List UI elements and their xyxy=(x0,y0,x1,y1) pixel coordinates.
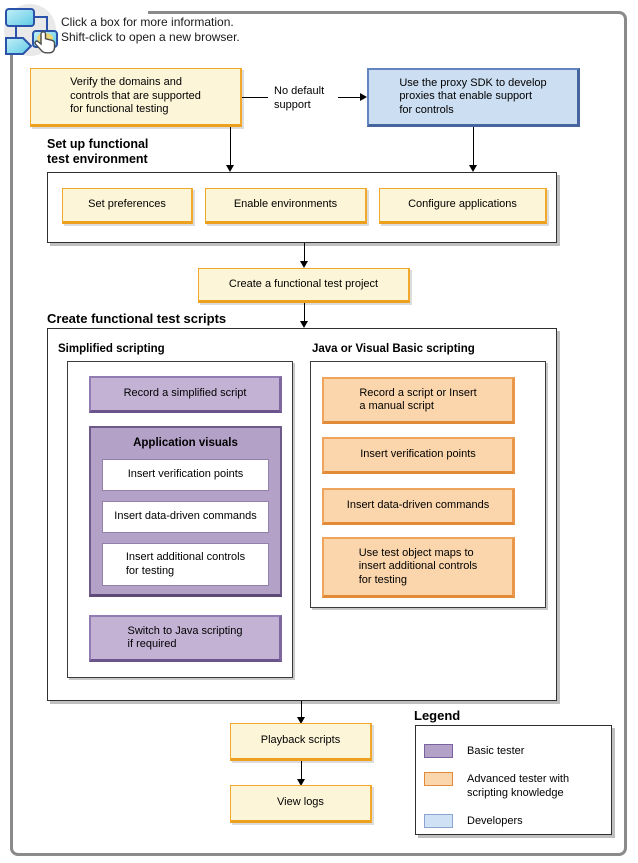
instruction-text: Click a box for more information. Shift-… xyxy=(61,15,240,45)
arrow-down-icon xyxy=(297,779,305,786)
proxy-sdk-label: Use the proxy SDK to develop proxies tha… xyxy=(399,76,547,116)
basic-tester-swatch xyxy=(424,744,453,758)
legend-box: Basic tester Advanced tester with script… xyxy=(415,725,612,835)
create-project-box[interactable]: Create a functional test project xyxy=(198,268,410,303)
legend-item-developers: Developers xyxy=(424,814,523,828)
arrow-right-icon xyxy=(360,93,367,101)
arrow-scripts-to-playback xyxy=(301,701,302,718)
arrow-down-icon xyxy=(300,321,308,328)
verify-domains-box[interactable]: Verify the domains and controls that are… xyxy=(30,68,242,127)
insert-data-driven-commands-box-simplified[interactable]: Insert data-driven commands xyxy=(102,501,269,533)
setup-section-heading: Set up functional test environment xyxy=(47,137,149,166)
insert-verification-points-label: Insert verification points xyxy=(127,468,244,481)
advanced-tester-swatch xyxy=(424,772,453,786)
use-test-object-maps-box[interactable]: Use test object maps to insert additiona… xyxy=(322,537,515,598)
page-border xyxy=(10,11,627,856)
arrow-down-icon xyxy=(469,165,477,172)
legend-item-advanced-tester: Advanced tester with scripting knowledge xyxy=(424,772,569,800)
developers-label: Developers xyxy=(467,815,523,827)
flowchart-hand-icon xyxy=(2,2,58,58)
arrow-down-icon xyxy=(300,261,308,268)
insert-verification-points-java-label: Insert verification points xyxy=(360,448,476,461)
instruction-line-2: Shift-click to open a new browser. xyxy=(61,30,240,44)
advanced-tester-label: Advanced tester with scripting knowledge xyxy=(467,773,570,799)
record-script-box[interactable]: Record a script or Insert a manual scrip… xyxy=(322,377,515,424)
arrow-down-icon xyxy=(297,717,305,724)
application-visuals-heading: Application visuals xyxy=(133,437,238,449)
playback-scripts-box[interactable]: Playback scripts xyxy=(230,723,372,761)
insert-additional-controls-box-simplified[interactable]: Insert additional controls for testing xyxy=(102,543,269,586)
insert-verification-points-box-java[interactable]: Insert verification points xyxy=(322,437,515,474)
create-project-label: Create a functional test project xyxy=(228,277,379,290)
arrow-playback-to-logs xyxy=(301,761,302,780)
basic-tester-label: Basic tester xyxy=(467,745,525,757)
record-simplified-script-label: Record a simplified script xyxy=(123,387,247,400)
switch-to-java-box[interactable]: Switch to Java scripting if required xyxy=(89,615,282,662)
arrow-project-to-scripts xyxy=(304,303,305,322)
arrow-down-icon xyxy=(226,165,234,172)
insert-data-driven-commands-java-label: Insert data-driven commands xyxy=(346,499,490,512)
use-test-object-maps-label: Use test object maps to insert additiona… xyxy=(358,546,478,586)
record-script-label: Record a script or Insert a manual scrip… xyxy=(359,386,477,413)
arrow-setup-to-project xyxy=(304,243,305,262)
instruction-line-1: Click a box for more information. xyxy=(61,15,234,29)
insert-verification-points-box-simplified[interactable]: Insert verification points xyxy=(102,459,269,491)
configure-applications-box[interactable]: Configure applications xyxy=(379,188,547,224)
no-default-line-right xyxy=(338,97,360,98)
playback-scripts-label: Playback scripts xyxy=(260,734,341,747)
simplified-scripting-heading: Simplified scripting xyxy=(58,343,165,355)
developers-swatch xyxy=(424,814,453,828)
configure-applications-label: Configure applications xyxy=(408,198,517,211)
no-default-support-label: No default support xyxy=(274,85,325,111)
switch-to-java-label: Switch to Java scripting if required xyxy=(127,624,243,651)
no-default-line-left xyxy=(242,97,268,98)
record-simplified-script-box[interactable]: Record a simplified script xyxy=(89,376,282,413)
arrow-proxy-to-setup xyxy=(473,127,474,165)
enable-environments-label: Enable environments xyxy=(233,198,338,211)
set-preferences-label: Set preferences xyxy=(88,198,166,211)
java-vb-scripting-heading: Java or Visual Basic scripting xyxy=(312,343,475,355)
insert-data-driven-commands-box-java[interactable]: Insert data-driven commands xyxy=(322,488,515,525)
arrow-verify-to-setup xyxy=(230,127,231,165)
view-logs-label: View logs xyxy=(277,796,324,809)
set-preferences-box[interactable]: Set preferences xyxy=(62,188,193,224)
proxy-sdk-box[interactable]: Use the proxy SDK to develop proxies tha… xyxy=(367,68,580,127)
verify-domains-label: Verify the domains and controls that are… xyxy=(70,76,201,116)
enable-environments-box[interactable]: Enable environments xyxy=(205,188,367,224)
insert-data-driven-commands-label: Insert data-driven commands xyxy=(114,510,257,523)
legend-heading: Legend xyxy=(414,708,461,723)
scripts-section-heading: Create functional test scripts xyxy=(47,311,227,326)
legend-item-basic-tester: Basic tester xyxy=(424,744,524,758)
view-logs-box[interactable]: View logs xyxy=(230,785,372,823)
insert-additional-controls-label: Insert additional controls for testing xyxy=(125,551,246,577)
